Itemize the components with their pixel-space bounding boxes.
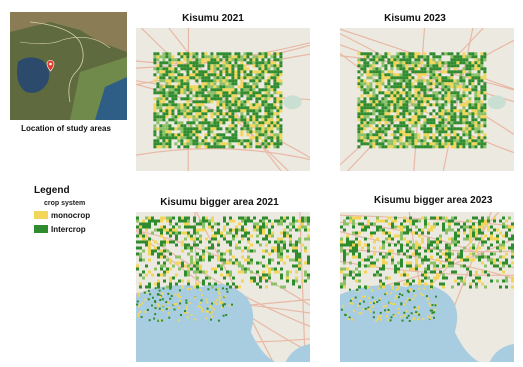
map-pin-icon — [46, 59, 55, 72]
lake-victoria-water — [136, 283, 276, 362]
map-title-kisumu-2023: Kisumu 2023 — [384, 13, 446, 24]
water-inlet — [285, 344, 310, 362]
map-kisumu-bigger-2021 — [136, 212, 310, 362]
lake-victoria-shape — [17, 57, 50, 93]
legend-subtitle: crop system — [44, 200, 86, 207]
crop-classification-layer — [136, 216, 310, 322]
locator-map — [10, 12, 127, 120]
crop-classification-layer — [153, 52, 283, 149]
legend-item-intercrop: Intercrop — [34, 224, 86, 234]
legend-swatch-monocrop — [34, 211, 48, 219]
map-title-kisumu-2021: Kisumu 2021 — [182, 13, 244, 24]
legend-swatch-intercrop — [34, 225, 48, 233]
legend-label-intercrop: Intercrop — [51, 224, 86, 234]
map-kisumu-2021 — [136, 28, 310, 171]
map-kb2021-svg — [136, 212, 310, 362]
map-kb2023-svg — [340, 212, 514, 362]
crop-classification-layer — [340, 216, 514, 322]
water-body — [283, 95, 302, 110]
legend-item-monocrop: monocrop — [34, 210, 90, 220]
map-k2023-svg — [340, 28, 514, 171]
map-title-kisumu-bigger-2023: Kisumu bigger area 2023 — [374, 195, 493, 206]
locator-caption: Location of study areas — [21, 124, 111, 133]
water-inlet — [489, 344, 514, 362]
map-kisumu-2023 — [340, 28, 514, 171]
locator-satellite-image — [10, 12, 127, 120]
water-body — [487, 95, 506, 110]
map-k2021-svg — [136, 28, 310, 171]
crop-classification-layer — [357, 52, 487, 149]
legend-title: Legend — [34, 185, 70, 196]
legend-label-monocrop: monocrop — [51, 210, 91, 220]
map-kisumu-bigger-2023 — [340, 212, 514, 362]
map-title-kisumu-bigger-2021: Kisumu bigger area 2021 — [160, 197, 279, 208]
